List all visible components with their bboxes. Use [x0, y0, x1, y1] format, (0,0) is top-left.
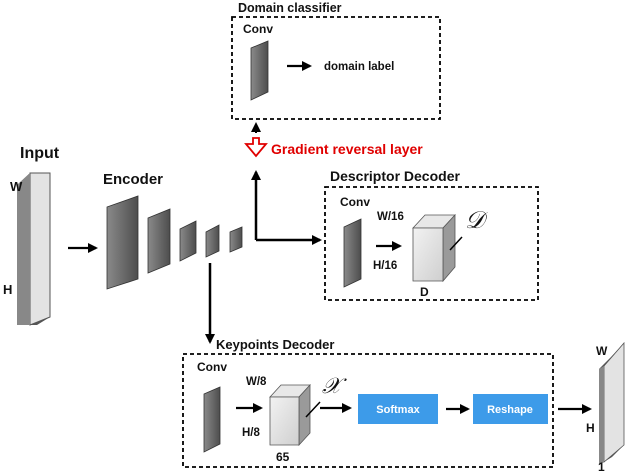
keypoints-conv-label: Conv — [197, 360, 227, 374]
descriptor-width-label: W/16 — [377, 211, 404, 223]
keypoints-depth-label: 65 — [276, 450, 290, 464]
output-heatmap-block — [599, 341, 625, 465]
output-height-label: H — [586, 421, 595, 435]
descriptor-depth-label: D — [420, 285, 429, 299]
descriptor-decoder-title: Descriptor Decoder — [330, 168, 460, 184]
reshape-block: Reshape — [473, 394, 548, 424]
descriptor-decoder-box — [324, 186, 539, 301]
softmax-label: Softmax — [376, 404, 420, 416]
keypoints-conv-block — [203, 386, 221, 453]
domain-label-text: domain label — [324, 61, 394, 73]
softmax-block: Softmax — [358, 394, 438, 424]
output-width-label: W — [596, 344, 608, 358]
descriptor-symbol: 𝒟 — [465, 206, 489, 234]
keypoints-symbol-leader — [305, 401, 321, 418]
encoder-layer-4 — [205, 224, 220, 258]
descriptor-tensor-cube — [412, 213, 456, 283]
input-width-label: W — [10, 179, 23, 194]
keypoints-tensor-cube — [269, 383, 311, 447]
input-height-label: H — [3, 282, 12, 297]
domain-conv-label: Conv — [243, 22, 273, 36]
encoder-layer-1 — [106, 195, 139, 290]
encoder-title: Encoder — [103, 171, 163, 188]
input-image-block — [17, 172, 51, 326]
keypoints-height-label: H/8 — [242, 427, 261, 439]
grl-label: Gradient reversal layer — [271, 141, 423, 157]
keypoints-width-label: W/8 — [246, 376, 267, 388]
encoder-layer-2 — [147, 208, 171, 274]
encoder-layer-3 — [179, 220, 197, 262]
descriptor-height-label: H/16 — [373, 260, 397, 272]
input-title: Input — [20, 145, 60, 162]
keypoints-decoder-title: Keypoints Decoder — [216, 337, 334, 352]
domain-classifier-title: Domain classifier — [238, 1, 342, 15]
keypoints-decoder-box — [182, 353, 554, 468]
descriptor-symbol-leader — [449, 236, 463, 251]
domain-classifier-box — [231, 16, 441, 120]
descriptor-conv-label: Conv — [340, 195, 370, 209]
grl-open-arrow-icon — [244, 137, 268, 158]
descriptor-conv-block — [343, 218, 362, 288]
output-depth-label: 1 — [598, 460, 605, 472]
encoder-layer-5 — [229, 226, 243, 253]
domain-conv-block — [250, 40, 269, 101]
keypoints-symbol: 𝒳 — [322, 374, 347, 399]
reshape-label: Reshape — [487, 404, 533, 416]
